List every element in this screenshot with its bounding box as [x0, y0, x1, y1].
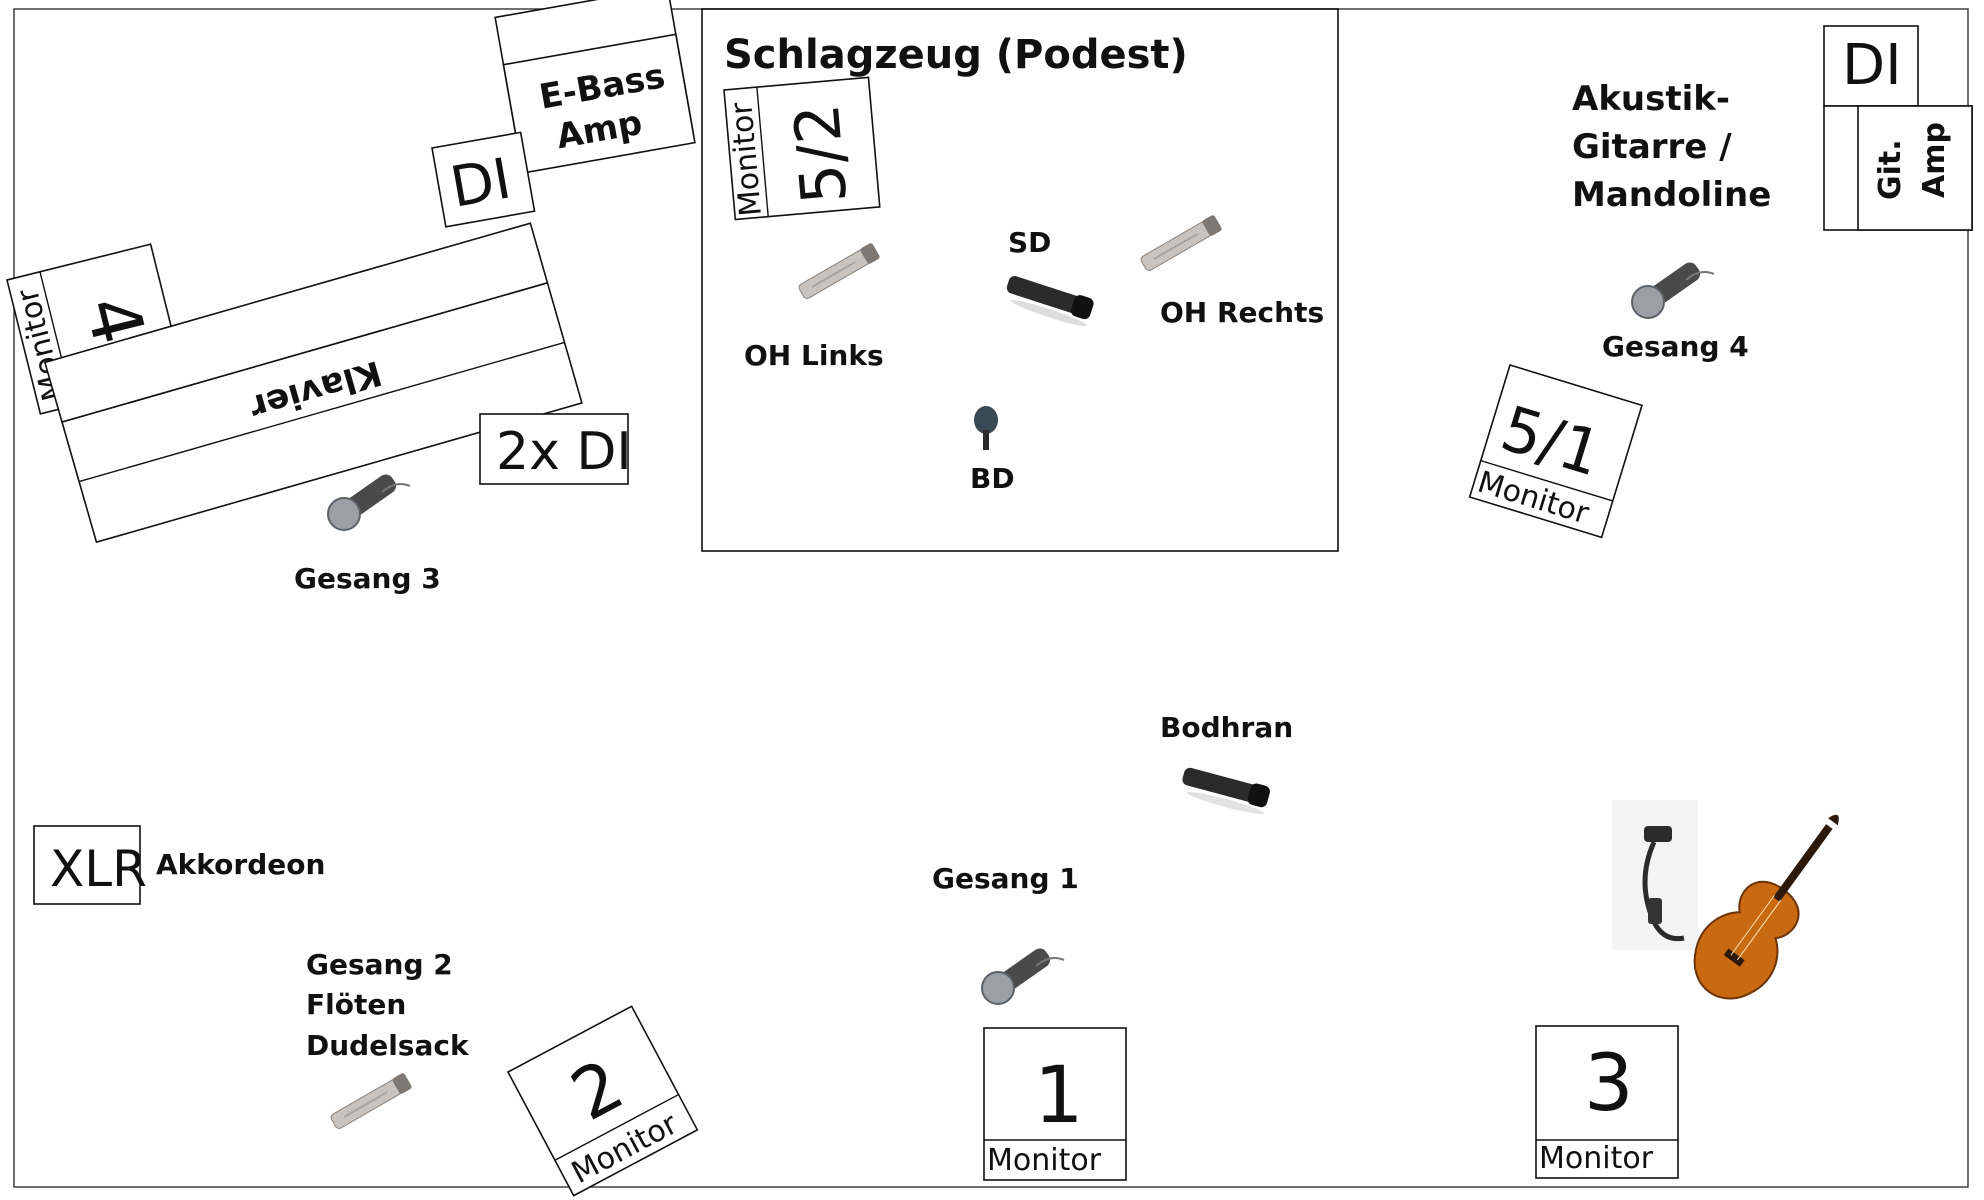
monitor-5-2-box: [723, 76, 881, 221]
monitor-1-number: 1: [1034, 1051, 1084, 1141]
label-akkordeon: Akkordeon: [156, 848, 325, 881]
guitar-di-box: [1823, 25, 1919, 107]
monitor-3-box: [1535, 1025, 1679, 1179]
oh-links-mic-icon: [798, 243, 880, 299]
bass-amp[interactable]: E-Bass Amp: [494, 0, 696, 174]
label-gesang-2-line-1: Gesang 2: [306, 948, 453, 981]
monitor-3-number: 3: [1584, 1039, 1634, 1129]
monitor-5-2-divider: [756, 87, 769, 217]
xlr-outline: [33, 825, 141, 905]
piano-keyboard-line: [78, 341, 565, 483]
piano-di-box: [479, 413, 629, 485]
monitor-3-word: Monitor: [1539, 1141, 1654, 1176]
guitar-di[interactable]: DI: [1823, 25, 1919, 107]
sd-mic-icon: [1006, 276, 1094, 327]
guitar-amp-label-2: Amp: [1917, 122, 1952, 198]
monitor-2-divider: [554, 1093, 679, 1161]
piano-lid: [43, 222, 549, 423]
label-acoustic-line-2: Gitarre /: [1572, 127, 1732, 167]
label-bd: BD: [970, 462, 1015, 495]
monitor-5-1[interactable]: 5/1 Monitor: [1468, 364, 1643, 539]
drum-riser-title: Schlagzeug (Podest): [724, 32, 1188, 78]
gesang-3-mic-icon: [327, 474, 411, 531]
monitor-2-box: [506, 1005, 699, 1197]
piano[interactable]: Klavier: [43, 222, 583, 544]
monitor-2[interactable]: 2 Monitor: [506, 1005, 699, 1197]
monitor-1-box: [983, 1027, 1127, 1181]
bodhran-mic-icon: [1182, 767, 1270, 815]
piano-di[interactable]: 2x DI: [479, 413, 632, 485]
label-acoustic-line-1: Akustik-: [1572, 79, 1730, 119]
clip-mic-icon: [1612, 800, 1698, 950]
oh-rechts-mic-icon: [1140, 215, 1222, 271]
monitor-1-word: Monitor: [987, 1143, 1102, 1178]
label-oh-rechts: OH Rechts: [1160, 296, 1324, 329]
monitor-5-2-number: 5/2: [780, 101, 861, 207]
label-gesang-3: Gesang 3: [294, 562, 441, 595]
label-gesang-2-line-2: Flöten: [306, 988, 406, 1021]
label-oh-links: OH Links: [744, 339, 884, 372]
bass-di[interactable]: DI: [431, 131, 536, 228]
piano-di-label: 2x DI: [496, 422, 632, 482]
gesang-4-mic-icon: [1631, 262, 1715, 319]
monitor-5-1-box: [1468, 364, 1643, 539]
label-sd: SD: [1008, 226, 1051, 259]
bass-di-box: [431, 131, 536, 228]
guitar-amp-front: [1857, 105, 1973, 231]
bass-amp-front: [502, 33, 696, 174]
gesang-1-mic-icon: [981, 948, 1065, 1005]
monitor-1[interactable]: 1 Monitor: [983, 1027, 1127, 1181]
monitor-5-2[interactable]: Monitor 5/2: [723, 76, 881, 221]
label-gesang-1: Gesang 1: [932, 862, 1079, 895]
label-gesang-4: Gesang 4: [1602, 330, 1749, 363]
monitor-3[interactable]: 3 Monitor: [1535, 1025, 1679, 1179]
guitar-amp-label-1: Git.: [1873, 139, 1908, 200]
drum-riser-outline: [701, 8, 1339, 552]
xlr-box[interactable]: XLR: [33, 825, 147, 905]
bd-mic-icon: [974, 406, 998, 450]
violin-icon: [1693, 814, 1839, 1000]
guitar-di-label: DI: [1842, 33, 1902, 98]
gesang-2-mic-icon: [330, 1073, 412, 1129]
label-acoustic-line-3: Mandoline: [1572, 175, 1771, 215]
xlr-label: XLR: [50, 840, 147, 898]
guitar-amp[interactable]: Git. Amp: [1823, 105, 1973, 231]
label-bodhran: Bodhran: [1160, 711, 1293, 744]
bass-di-label: DI: [446, 146, 516, 220]
label-gesang-2-line-3: Dudelsack: [306, 1029, 470, 1062]
drum-riser[interactable]: Schlagzeug (Podest): [701, 8, 1339, 552]
monitor-5-1-divider: [1480, 459, 1613, 502]
